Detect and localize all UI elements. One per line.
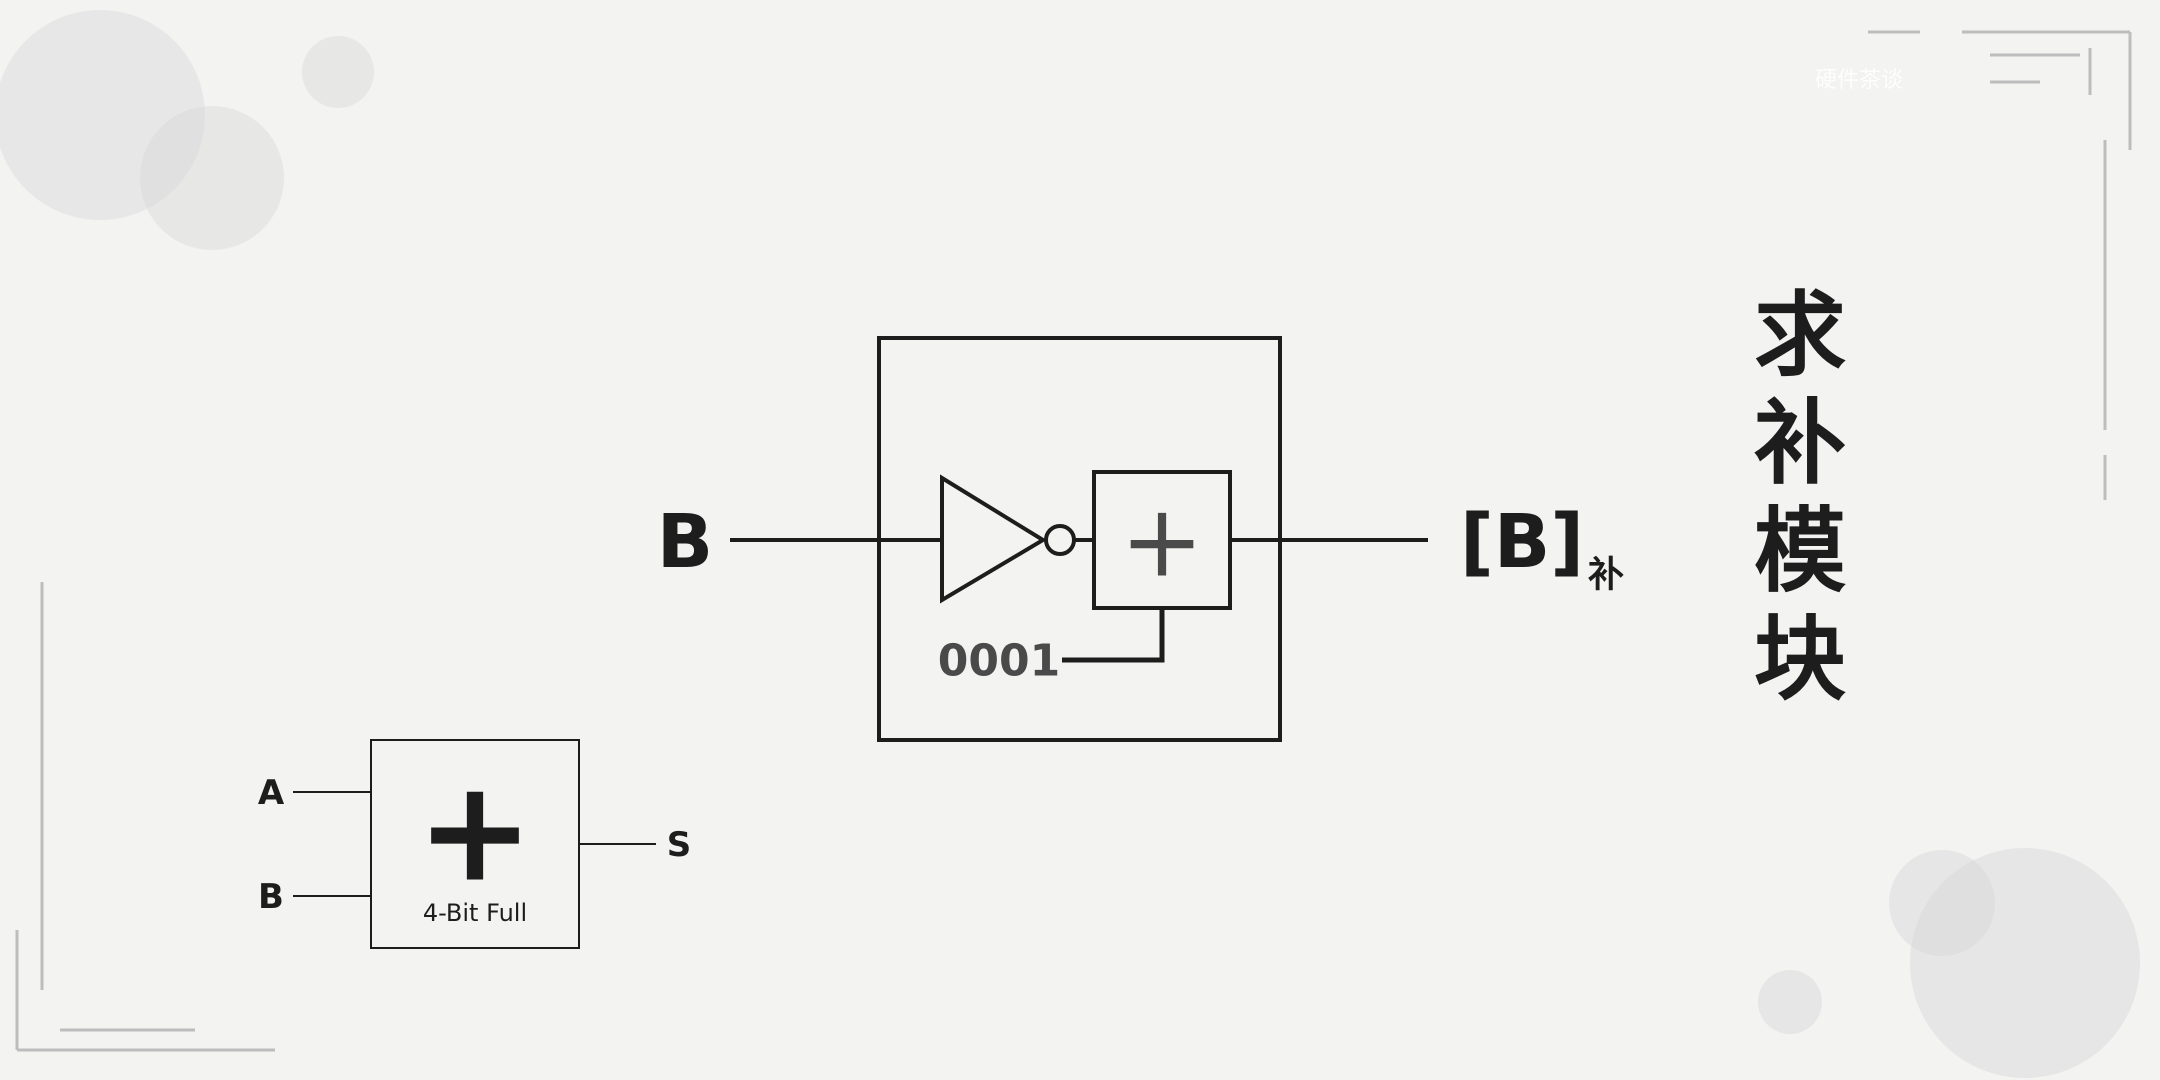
title-char-3: 模 bbox=[1753, 498, 1846, 605]
decor-circle-top-left-medium bbox=[140, 106, 284, 250]
legend-output-label: S bbox=[667, 825, 692, 865]
constant-label: 0001 bbox=[938, 636, 1060, 687]
decor-circle-top-left-large bbox=[0, 10, 205, 220]
corner-bracket-top-right bbox=[1868, 30, 2132, 500]
title-char-2: 补 bbox=[1753, 390, 1846, 497]
corner-bracket-bottom-left bbox=[15, 582, 275, 1052]
main-diagram: + 0001 B [B] 补 bbox=[657, 336, 1624, 742]
legend-caption: 4-Bit Full bbox=[423, 899, 527, 927]
decorative-circles bbox=[0, 10, 2140, 1078]
constant-feed-wire bbox=[1062, 608, 1165, 663]
legend-input-a-label: A bbox=[258, 773, 285, 813]
title-char-4: 块 bbox=[1753, 606, 1846, 713]
decor-circle-bottom-right-small bbox=[1758, 970, 1822, 1034]
decor-circle-bottom-right-medium bbox=[1889, 850, 1995, 956]
decor-circle-top-left-small bbox=[302, 36, 374, 108]
not-gate-triangle bbox=[940, 474, 1047, 604]
output-subscript: 补 bbox=[1588, 555, 1624, 596]
input-label: B bbox=[657, 499, 713, 585]
legend-diagram: + 4-Bit Full A B S bbox=[258, 739, 692, 949]
legend-plus-symbol: + bbox=[416, 751, 533, 914]
legend-input-b-label: B bbox=[258, 877, 284, 917]
title-char-1: 求 bbox=[1753, 282, 1846, 389]
not-gate-bubble bbox=[1044, 524, 1076, 556]
inner-adder-plus-symbol: + bbox=[1120, 483, 1204, 600]
vertical-title: 求 补 模 块 bbox=[1740, 290, 1860, 706]
output-label: [B] bbox=[1460, 499, 1584, 585]
decor-circle-bottom-right-large bbox=[1910, 848, 2140, 1078]
watermark-text: 硬件茶谈 bbox=[1815, 68, 1904, 93]
